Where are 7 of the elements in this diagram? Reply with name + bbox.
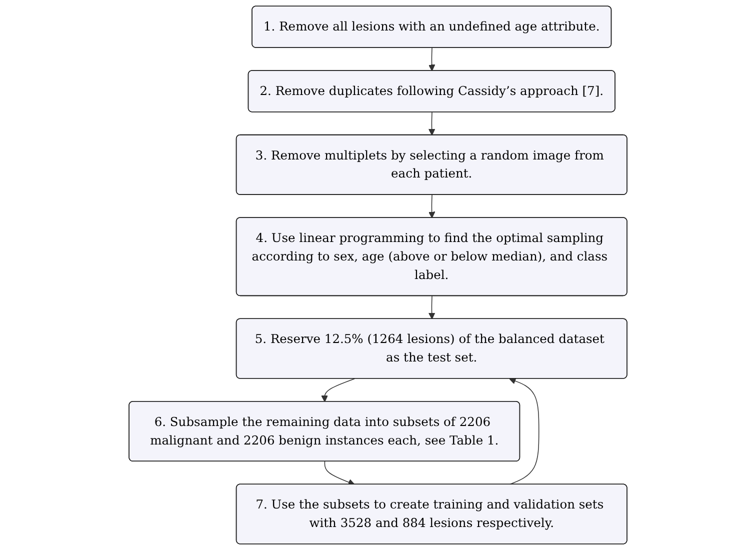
arrow: [428, 194, 436, 218]
arrow: [428, 296, 436, 320]
arrow: [509, 378, 540, 485]
arrow: [324, 461, 355, 486]
arrow: [321, 378, 355, 402]
arrow: [428, 112, 436, 136]
arrow: [428, 48, 436, 72]
